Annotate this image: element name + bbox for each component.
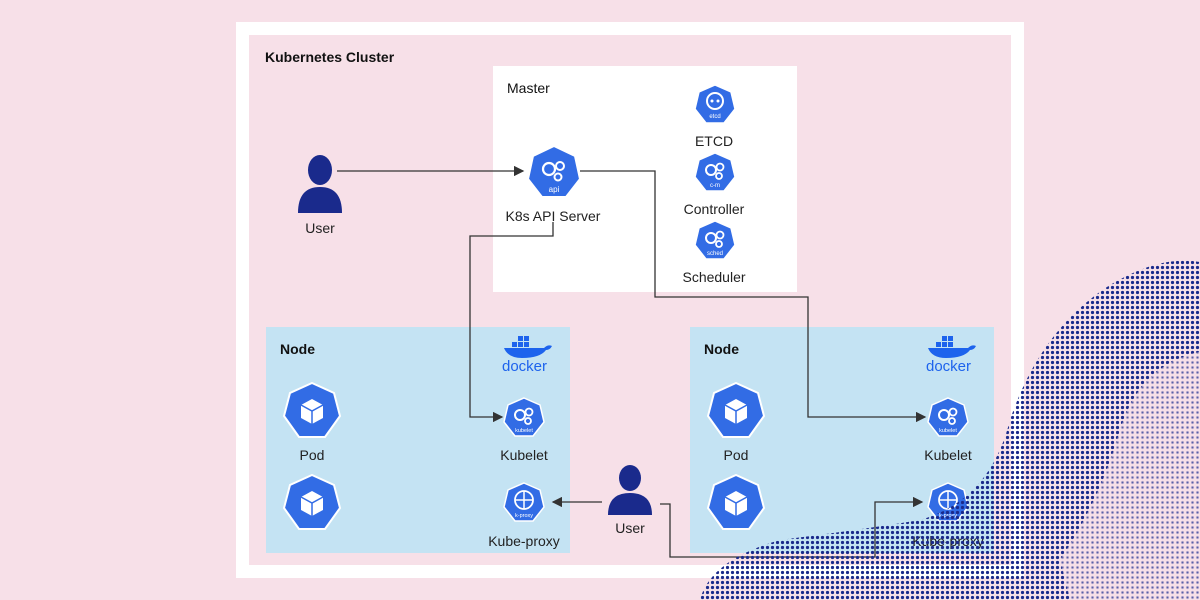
- arrow-user-to-right-proxy: [660, 496, 924, 558]
- controller-icon: c-m: [694, 152, 736, 199]
- etcd-label: ETCD: [694, 133, 734, 149]
- svg-text:api: api: [549, 185, 560, 194]
- svg-text:c-m: c-m: [710, 183, 720, 189]
- pod-icon: [282, 381, 342, 445]
- kube-proxy-label-left: Kube-proxy: [488, 533, 560, 549]
- pod-icon: [706, 381, 766, 445]
- svg-text:k-proxy: k-proxy: [939, 513, 957, 519]
- arrow-api-to-right-kubelet: [580, 170, 927, 423]
- pod-icon: [706, 473, 766, 537]
- svg-text:kubelet: kubelet: [515, 428, 533, 434]
- etcd-icon: etcd: [694, 84, 736, 131]
- node-title-left: Node: [280, 341, 315, 357]
- pod-icon: [282, 473, 342, 537]
- master-title: Master: [507, 80, 550, 96]
- kubelet-icon: kubelet: [927, 397, 969, 444]
- pod-label-right: Pod: [723, 447, 749, 463]
- api-server-icon: api: [525, 144, 583, 207]
- kubelet-label-right: Kubelet: [924, 447, 972, 463]
- svg-text:etcd: etcd: [709, 114, 720, 120]
- user-icon: [296, 155, 344, 220]
- arrow-api-to-left-kubelet: [469, 222, 554, 423]
- kubelet-icon: kubelet: [503, 397, 545, 444]
- kube-proxy-icon: k-proxy: [927, 482, 969, 529]
- pod-label-left: Pod: [299, 447, 325, 463]
- docker-logo-left: [500, 334, 556, 363]
- scheduler-icon: sched: [694, 220, 736, 267]
- docker-label-left: docker: [502, 358, 548, 375]
- api-server-label: K8s API Server: [505, 208, 601, 224]
- scheduler-label: Scheduler: [682, 269, 746, 285]
- docker-whale-icon: [504, 336, 552, 358]
- controller-label: Controller: [683, 201, 745, 217]
- cluster-title: Kubernetes Cluster: [265, 49, 395, 65]
- svg-text:kubelet: kubelet: [939, 428, 957, 434]
- kube-proxy-icon: k-proxy: [503, 482, 545, 529]
- user-label-left: User: [305, 220, 335, 236]
- user-icon: [606, 465, 654, 520]
- user-label-right: User: [615, 520, 645, 536]
- kube-proxy-label-right: Kube-proxy: [912, 533, 984, 549]
- svg-text:sched: sched: [707, 251, 723, 257]
- kubelet-label-left: Kubelet: [500, 447, 548, 463]
- svg-text:k-proxy: k-proxy: [515, 513, 533, 519]
